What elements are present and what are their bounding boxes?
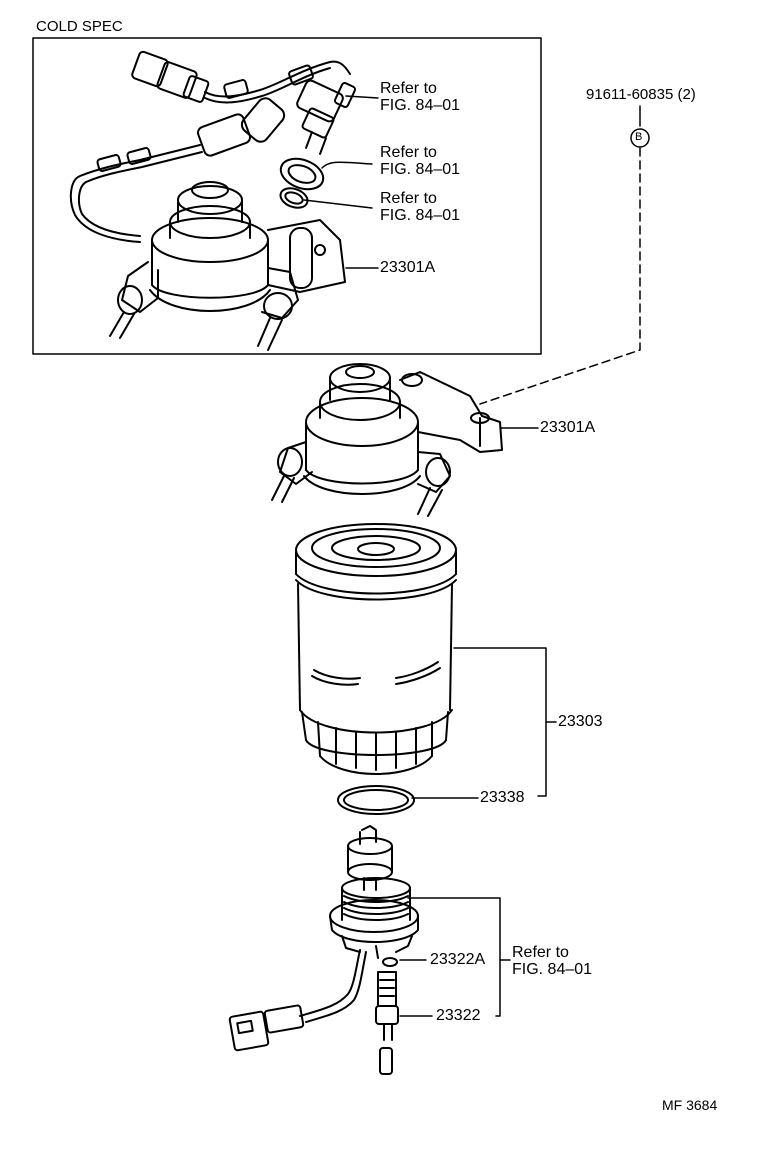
part-label-inset-housing: 23301A: [380, 259, 436, 276]
reference-note-line: FIG. 84–01: [512, 961, 593, 978]
filter-element: [295, 523, 457, 775]
reference-note-line: FIG. 84–01: [380, 207, 461, 224]
main-leader-lines: [399, 427, 557, 1017]
part-label-gasket: 23338: [480, 789, 525, 806]
part-label-sensor: 23322: [436, 1007, 481, 1024]
gasket-ring: [337, 785, 415, 815]
bolt-marker-letter: B: [635, 131, 643, 143]
inset-wiring-harness: [69, 50, 351, 243]
inset-leader-lines: [303, 95, 379, 269]
part-label-filter: 23303: [558, 713, 603, 730]
reference-note-line: FIG. 84–01: [380, 161, 461, 178]
part-label-oring: 23322A: [430, 951, 486, 968]
reference-note-line: Refer to: [512, 944, 569, 961]
inset-filter-head: [109, 181, 346, 351]
reference-note-line: Refer to: [380, 80, 437, 97]
reference-note-4: Refer to FIG. 84–01: [512, 944, 592, 978]
reference-note-line: Refer to: [380, 190, 437, 207]
bolt-marker-leader: [479, 105, 650, 405]
cold-spec-frame: [32, 37, 542, 355]
reference-note-2: Refer to FIG. 84–01: [380, 144, 460, 178]
reference-note-line: Refer to: [380, 144, 437, 161]
reference-note-line: FIG. 84–01: [380, 97, 461, 114]
part-label-housing: 23301A: [540, 419, 596, 436]
inset-sensor-switch: [279, 79, 357, 209]
bolt-part-number: 91611-60835 (2): [586, 86, 696, 103]
main-filter-head: [271, 363, 503, 517]
lower-sensor-assembly: [228, 825, 419, 1075]
figure-id: MF 3684: [662, 1097, 718, 1113]
cold-spec-title: COLD SPEC: [36, 18, 123, 35]
reference-note-1: Refer to FIG. 84–01: [380, 80, 460, 114]
reference-note-3: Refer to FIG. 84–01: [380, 190, 460, 224]
